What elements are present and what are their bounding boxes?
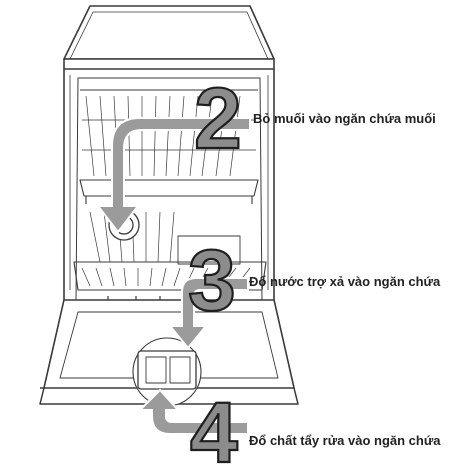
step-numerals: 2 3 4 [187, 70, 243, 466]
dishwasher-illustration [39, 5, 299, 407]
upper-basket [79, 89, 259, 204]
arrow-step-4 [137, 388, 249, 435]
step-2-label: Bỏ muối vào ngăn chứa muối [253, 111, 436, 126]
arrow-step-3 [167, 277, 249, 350]
step-4-label: Đổ chất tẩy rửa vào ngăn chứa [249, 433, 441, 448]
step-3-label: Đổ nước trợ xả vào ngăn chứa [249, 274, 441, 289]
step-number-2: 2 [194, 71, 242, 167]
arrow-step-2 [95, 117, 251, 234]
step-number-4: 4 [190, 385, 238, 466]
top-front-edge [63, 58, 275, 70]
step-arrows [95, 117, 251, 435]
top-panel [63, 5, 275, 60]
step-number-3: 3 [188, 233, 236, 329]
detergent-dispenser [132, 337, 202, 407]
